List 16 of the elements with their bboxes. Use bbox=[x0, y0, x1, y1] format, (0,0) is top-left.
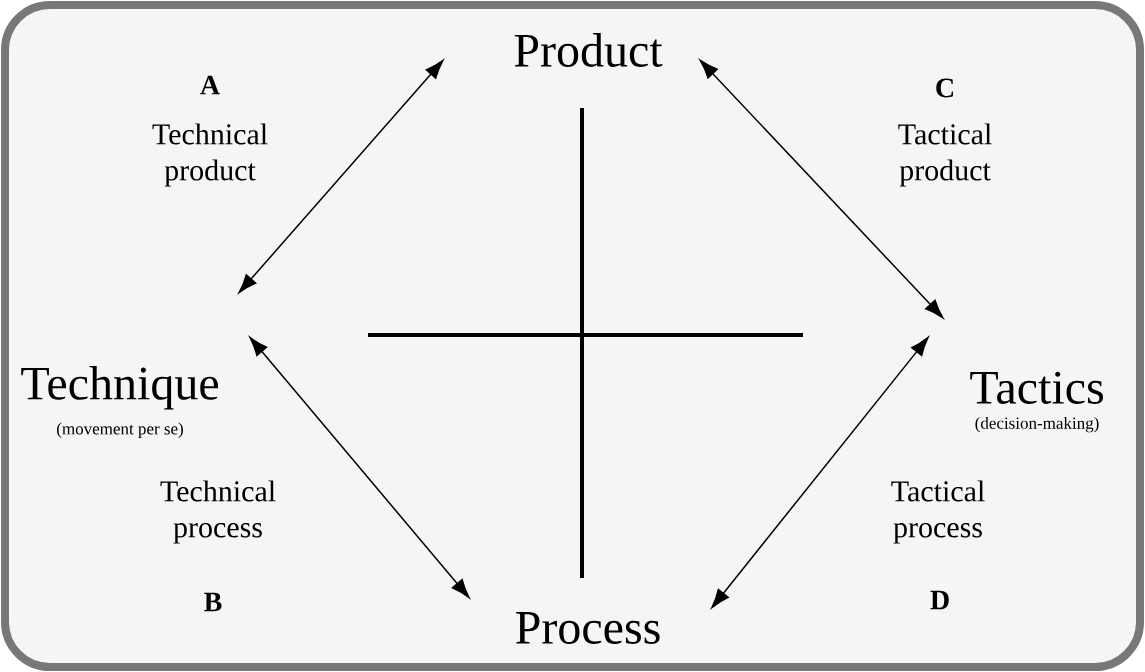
quadrant-label: Tactical process bbox=[891, 480, 985, 544]
arrow bbox=[699, 59, 944, 319]
node-label: Process bbox=[516, 612, 660, 644]
arrow bbox=[249, 336, 470, 599]
quadrant-label: Technical product bbox=[152, 123, 268, 187]
arrow bbox=[238, 59, 444, 294]
letter-label: C bbox=[936, 78, 953, 98]
quadrant-label: Tactical product bbox=[898, 123, 992, 187]
letter-label: B bbox=[204, 592, 222, 612]
node-label: Technique (movement per se) bbox=[21, 366, 218, 438]
letter-label: A bbox=[200, 75, 220, 95]
quadrant-label: Technical process bbox=[160, 480, 276, 544]
node-label: Tactics (decision-making) bbox=[970, 371, 1103, 433]
letter-label: D bbox=[930, 590, 949, 610]
node-label: Product bbox=[514, 33, 663, 67]
arrow bbox=[711, 336, 929, 609]
